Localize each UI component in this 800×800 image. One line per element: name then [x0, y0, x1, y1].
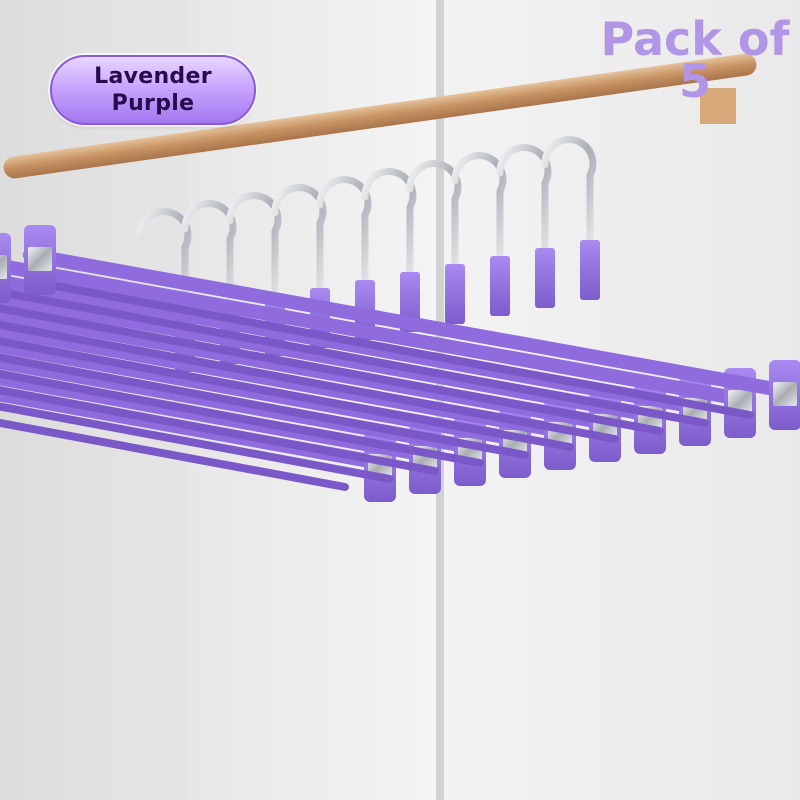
hanger-lower-bar	[0, 402, 394, 483]
hanger-stem	[490, 256, 510, 316]
clip-metal	[773, 382, 797, 406]
hanger-stem	[445, 264, 465, 324]
hanger-hook	[316, 176, 372, 289]
pack-line-1: Pack of	[600, 12, 790, 66]
hanger-lower-bar	[0, 304, 664, 435]
hanger-lower-bar	[0, 320, 619, 443]
right-clip	[769, 360, 800, 430]
left-clip	[24, 225, 56, 295]
hanger-hook	[271, 184, 327, 297]
hanger-hook	[136, 208, 192, 321]
hanger-hook	[226, 192, 282, 305]
hanger-hook	[451, 152, 507, 265]
hanger	[23, 136, 800, 430]
hanger-lower-bar	[0, 369, 484, 467]
hanger-group	[0, 136, 800, 502]
badge-line-1: Lavender	[94, 64, 212, 89]
left-clip	[0, 233, 11, 303]
color-badge: Lavender Purple	[50, 55, 256, 125]
hanger-hook	[361, 168, 417, 281]
hanger-hook	[406, 160, 462, 273]
hanger-hook	[181, 200, 237, 313]
hanger-stem	[580, 240, 600, 300]
hanger-lower-bar	[0, 386, 439, 475]
hanger-hook	[496, 144, 552, 257]
hanger-lower-bar	[0, 353, 529, 459]
hanger-hook	[541, 136, 597, 249]
pack-line-2: 5	[678, 54, 711, 108]
clip-metal	[0, 255, 7, 279]
pack-count-label: Pack of 5	[600, 12, 790, 108]
rail-bracket	[700, 88, 736, 124]
hanger-lower-bar	[0, 337, 574, 451]
hanger-lower-bar	[46, 281, 754, 419]
hanger-lower-bar	[1, 289, 709, 427]
closet-rail	[3, 53, 757, 179]
clip-metal	[28, 247, 52, 271]
hanger-bar	[0, 258, 742, 405]
hanger-stem	[535, 248, 555, 308]
hanger-bar	[23, 248, 787, 397]
hanger-lower-bar	[0, 418, 349, 491]
badge-line-2: Purple	[111, 91, 195, 116]
